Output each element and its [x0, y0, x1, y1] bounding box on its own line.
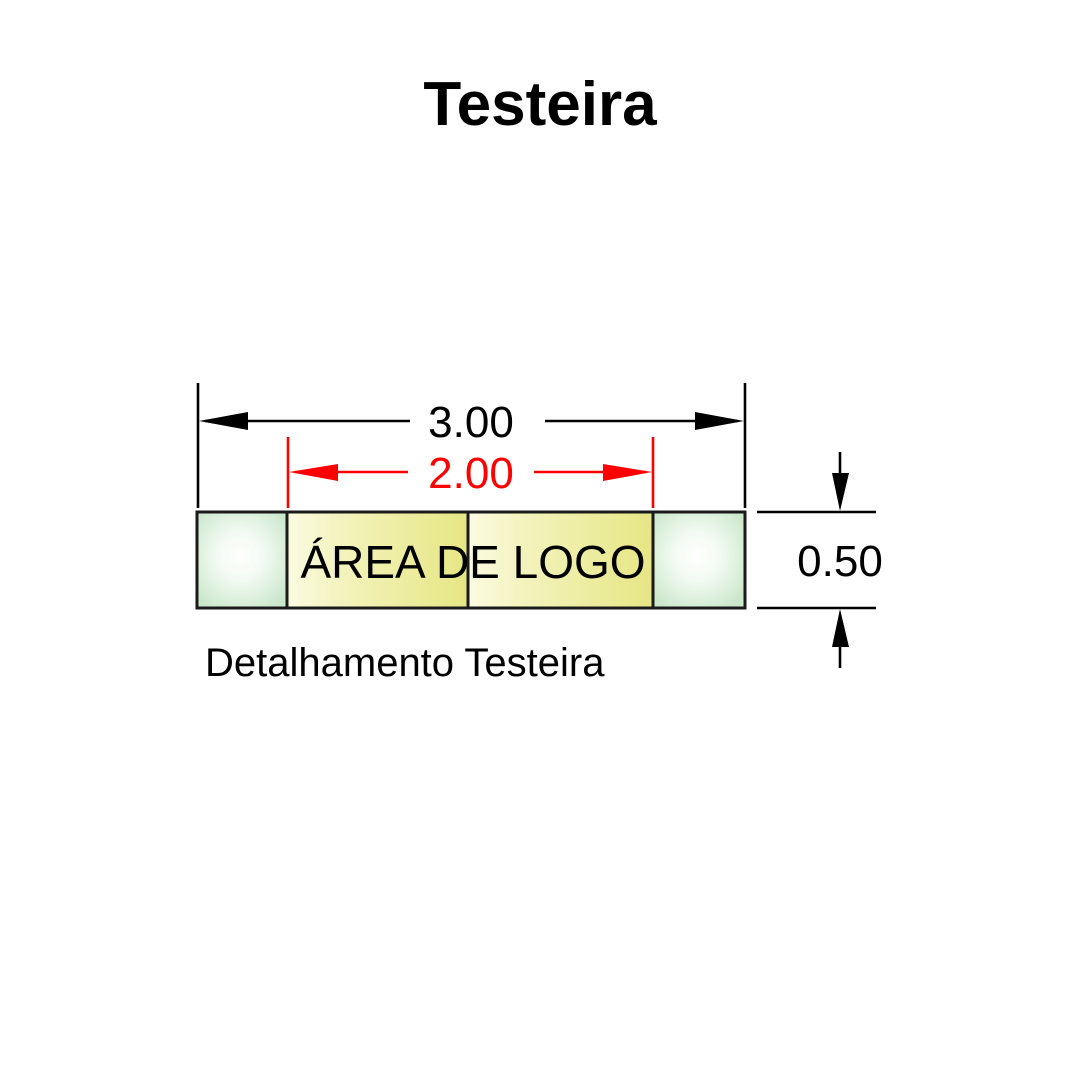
- logo-area-width-value: 2.00: [428, 449, 514, 498]
- height-dimension: 0.50: [757, 452, 883, 668]
- drawing-caption: Detalhamento Testeira: [205, 641, 605, 685]
- arrowhead-red-left-icon: [289, 464, 338, 481]
- end-cap-right-cell: [651, 510, 747, 610]
- arrowhead-right-icon: [695, 412, 744, 430]
- arrowhead-up-icon: [832, 609, 849, 647]
- end-cap-left-cell: [195, 510, 289, 610]
- testeira-part-body: ÁREA DE LOGO: [195, 510, 747, 610]
- page-title: Testeira: [423, 70, 657, 139]
- arrowhead-red-right-icon: [603, 464, 652, 481]
- arrowhead-left-icon: [199, 412, 248, 430]
- logo-area-width-dimension: 2.00: [286, 437, 655, 508]
- overall-width-dimension: 3.00: [196, 383, 747, 508]
- logo-area-label: ÁREA DE LOGO: [300, 536, 645, 588]
- logo-area-cell-right: [466, 510, 655, 610]
- height-value: 0.50: [797, 537, 883, 586]
- overall-width-value: 3.00: [428, 398, 514, 447]
- arrowhead-down-icon: [832, 473, 849, 511]
